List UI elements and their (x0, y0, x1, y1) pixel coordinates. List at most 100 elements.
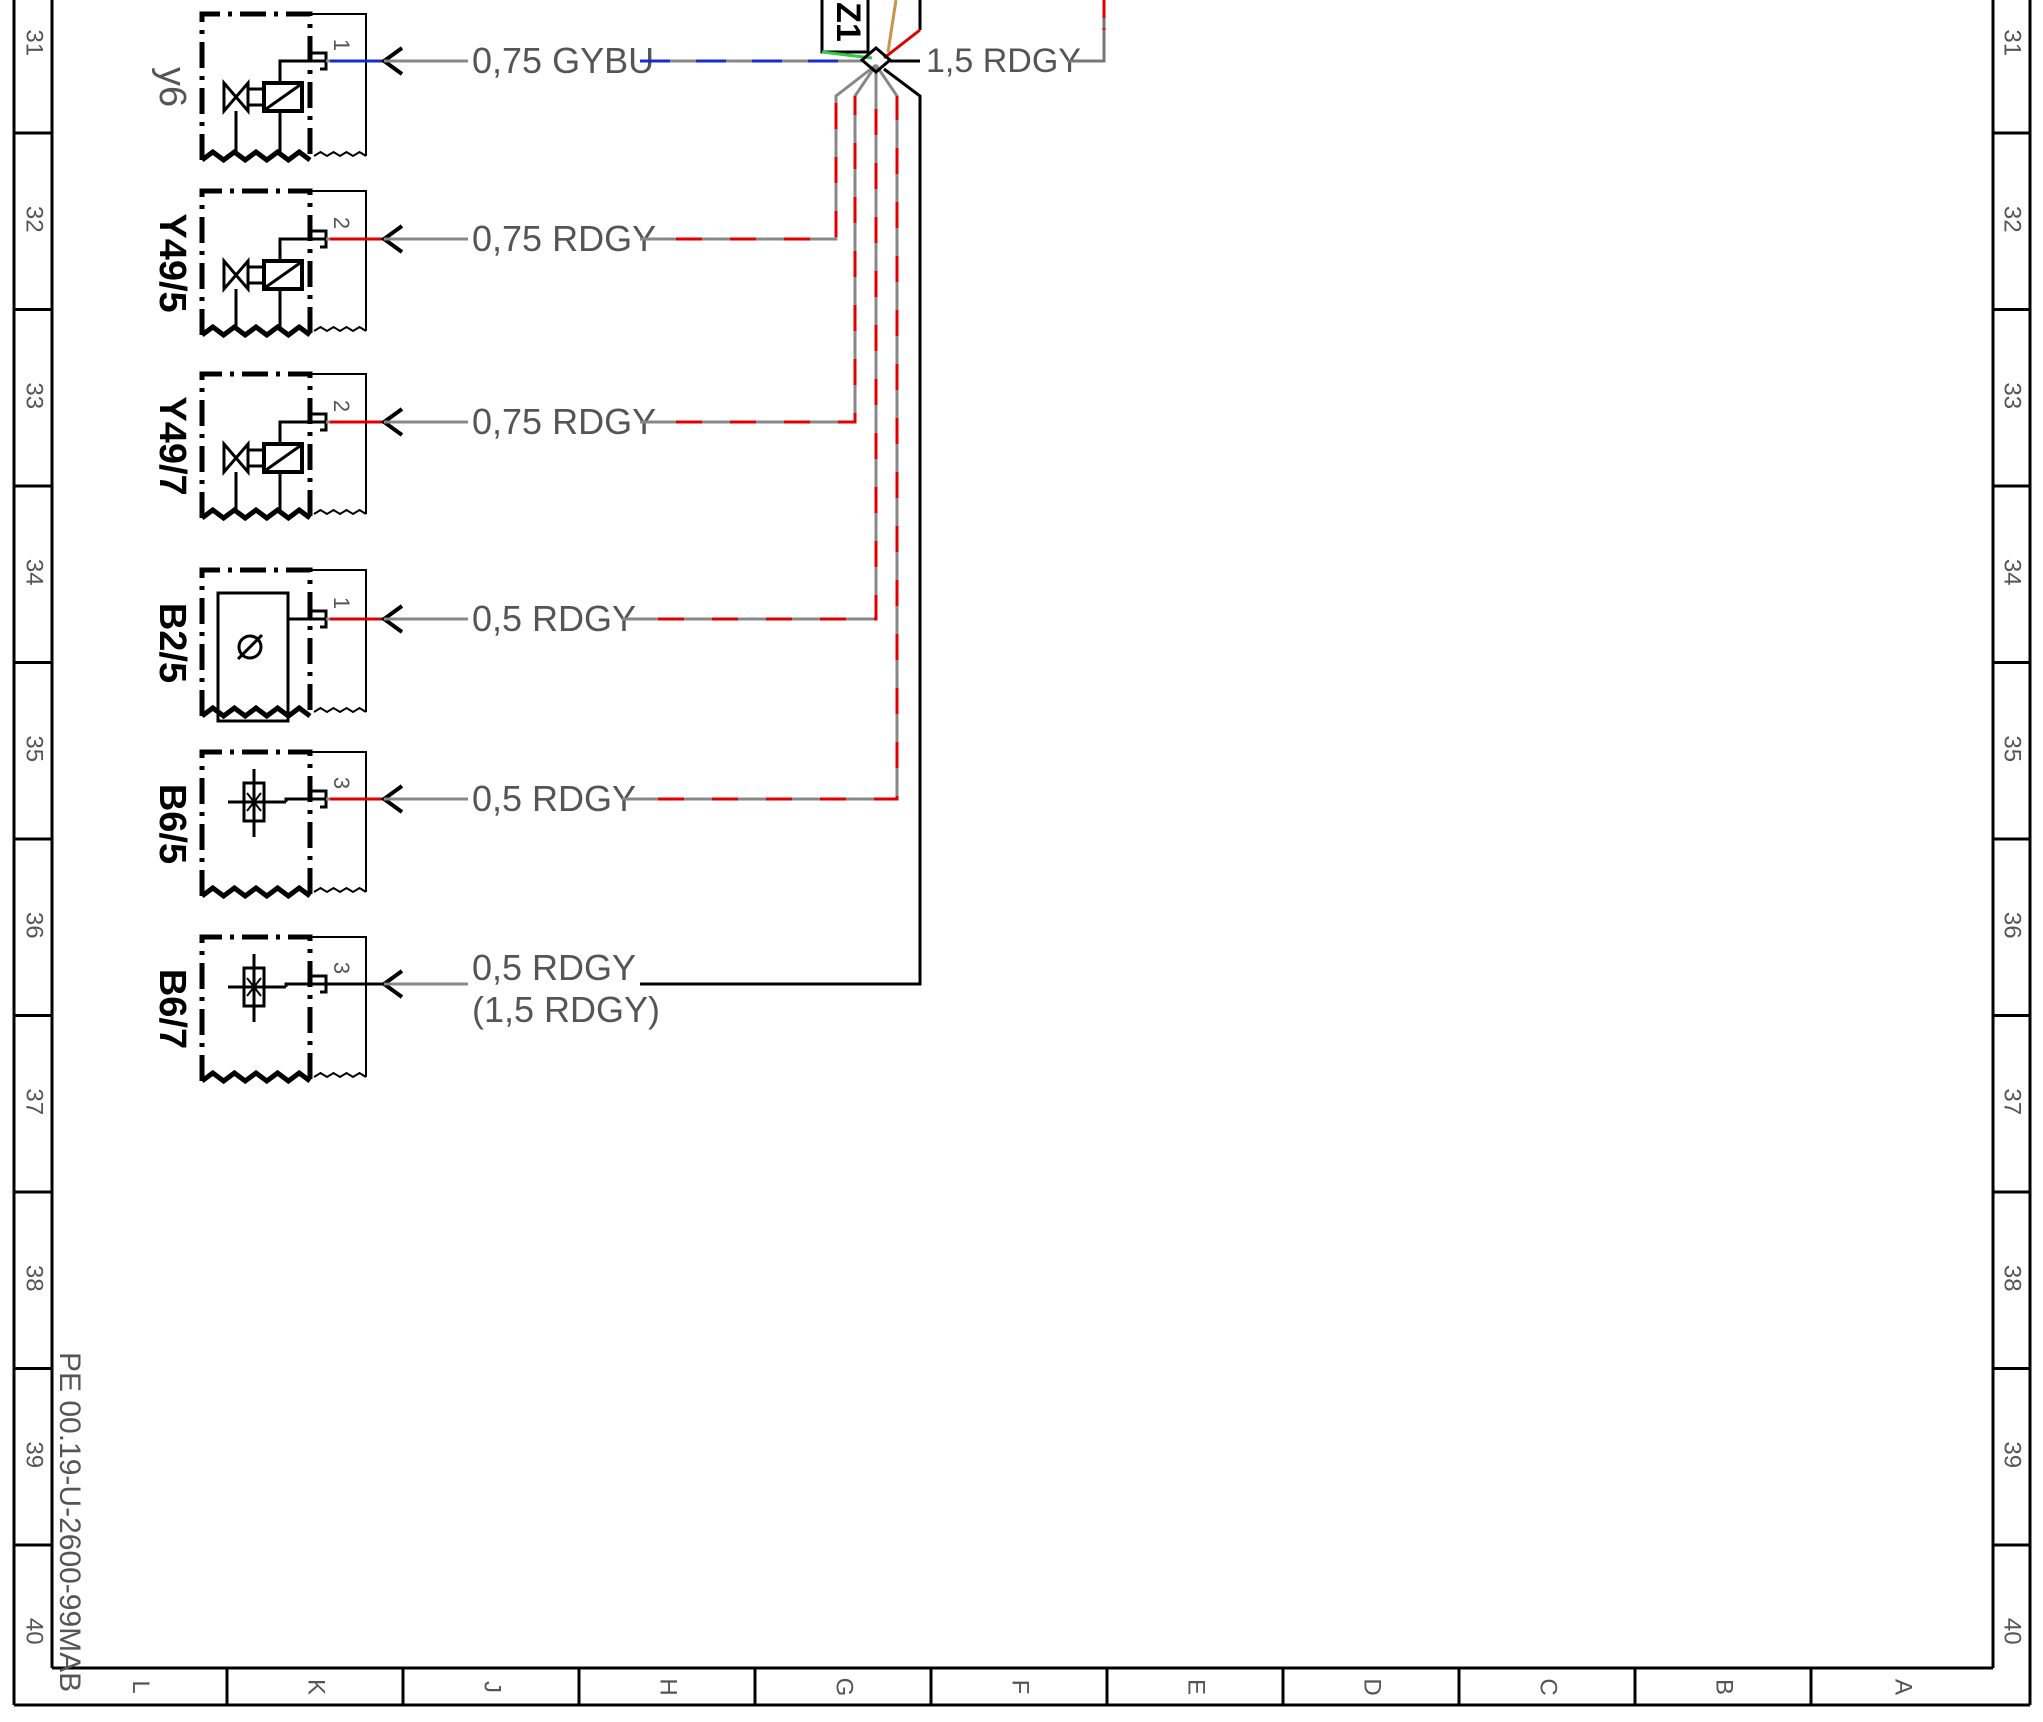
row-label-right: 31 (1999, 29, 2026, 56)
wire-label: 0,5 RDGY (472, 947, 636, 988)
row-label-right: 32 (1999, 206, 2026, 233)
row-label-left: 33 (21, 382, 48, 409)
column-label: L (127, 1680, 154, 1693)
component-housing (199, 934, 313, 1081)
hall-lead (284, 797, 326, 802)
wire-route-y49-7 (640, 64, 878, 424)
row-label-right: 33 (1999, 382, 2026, 409)
row-label-right: 35 (1999, 735, 2026, 762)
sensor-symbol (237, 634, 263, 660)
component-housing (199, 567, 313, 716)
wire-black (640, 67, 922, 986)
pin-number: 2 (329, 217, 354, 229)
pin-number: 2 (329, 400, 354, 412)
sensor-arrow (236, 633, 264, 661)
row-label-right: 38 (1999, 1265, 2026, 1292)
wire-route-b6-5 (622, 64, 899, 801)
coil-diagonal (265, 261, 301, 289)
connector-zigzag (200, 704, 312, 720)
wire-route-y49-5 (640, 63, 877, 241)
connector-outline (310, 936, 367, 1077)
coil-lead (278, 59, 326, 83)
component-b6-7: 3B6/7 0,5 RDGY(1,5 RDGY) (151, 934, 660, 1085)
row-label-right: 34 (1999, 559, 2026, 586)
connector-outline (310, 190, 367, 331)
wires (622, 59, 922, 986)
row-label-left: 38 (21, 1265, 48, 1292)
column-ticks (225, 1668, 1813, 1705)
wire-gray (640, 64, 878, 424)
wire-gray (640, 63, 877, 241)
component-id: B6/5 (151, 784, 193, 864)
row-label-left: 36 (21, 912, 48, 939)
component-housing (199, 749, 313, 896)
component-y49-7: 2 Y49/7 0,75 RDGY (151, 371, 656, 522)
wire-route-b2-5 (622, 65, 878, 621)
component-housing (199, 371, 313, 518)
row-label-right: 40 (1999, 1618, 2026, 1645)
splice-label: Z1 (829, 2, 867, 42)
column-label: J (479, 1681, 506, 1693)
valve-symbol (222, 439, 250, 477)
column-label: E (1183, 1679, 1210, 1695)
wire-label: 0,75 RDGY (472, 401, 656, 442)
component-id: B6/7 (151, 969, 193, 1049)
column-label: G (831, 1678, 858, 1697)
coil-symbol (262, 81, 304, 113)
coil-lead (278, 237, 326, 261)
wire-label: 0,5 RDGY (472, 778, 636, 819)
wire-red-stripe (658, 96, 899, 801)
splice-orange-wire (886, 0, 898, 53)
connector-zigzag (313, 1071, 367, 1079)
coil-diagonal (265, 83, 301, 111)
connector-outline (310, 13, 367, 156)
connector-zigzag (200, 884, 312, 900)
connector-outline (310, 373, 367, 514)
connector-zigzag (313, 886, 367, 894)
wire-red-stripe (658, 96, 878, 621)
hall-lead (284, 982, 326, 987)
wire-label: 0,5 RDGY (472, 598, 636, 639)
splice-z1: Z1 1,5 RDGY (820, 0, 1106, 80)
connector-zigzag (313, 508, 367, 516)
wire-label: 0,75 RDGY (472, 218, 656, 259)
valve-port (246, 87, 266, 107)
valve-symbol (222, 256, 250, 294)
connector-outline (310, 569, 367, 712)
component-housing (199, 188, 313, 335)
column-label: D (1359, 1678, 1386, 1695)
splice-red-wire (883, 28, 921, 60)
pin-number: 3 (329, 777, 354, 789)
column-label: F (1007, 1680, 1034, 1695)
splice-feed-label: 1,5 RDGY (926, 42, 1081, 80)
row-label-right: 36 (1999, 912, 2026, 939)
column-label: C (1535, 1678, 1562, 1695)
column-label: H (655, 1678, 682, 1695)
connector-outline (310, 751, 367, 892)
row-label-left: 31 (21, 29, 48, 56)
component-id: B2/5 (151, 603, 193, 683)
pin-number: 1 (329, 39, 354, 51)
row-label-left: 32 (21, 206, 48, 233)
wire-label-alt: (1,5 RDGY) (472, 989, 660, 1030)
wire-red-stripe (676, 96, 857, 424)
connector-zigzag (313, 325, 367, 333)
drawing-frame (12, 0, 2032, 1707)
column-label: B (1711, 1679, 1738, 1695)
connector-zigzag (200, 323, 312, 339)
row-label-left: 37 (21, 1088, 48, 1115)
row-label-left: 35 (21, 735, 48, 762)
component-id: y6 (151, 67, 193, 107)
row-label-left: 34 (21, 559, 48, 586)
valve-symbol (222, 78, 250, 116)
splice-label-box (820, 0, 870, 54)
component-id: Y49/7 (151, 396, 193, 495)
row-label-left: 39 (21, 1441, 48, 1468)
pin-number: 3 (329, 962, 354, 974)
